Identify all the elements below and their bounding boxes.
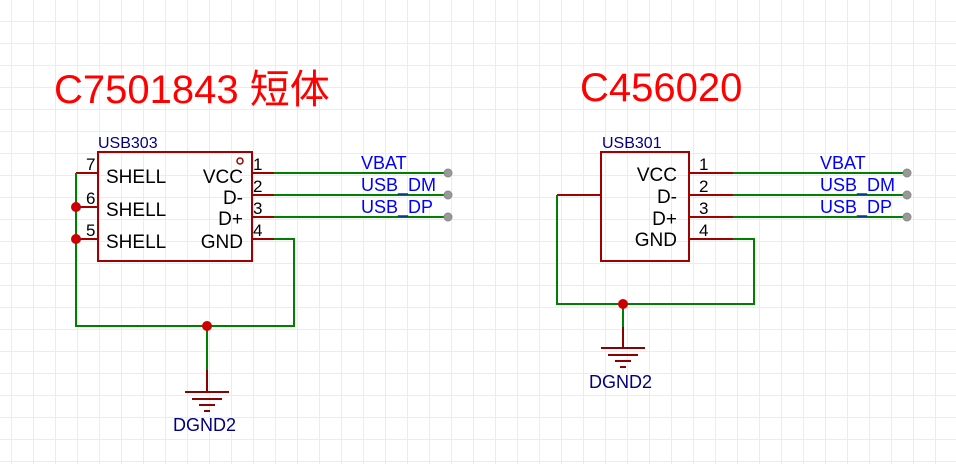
pin1-marker-icon	[236, 157, 244, 165]
designator: USB303	[98, 135, 158, 152]
net-port-icon[interactable]	[902, 212, 912, 222]
pin-number: 3	[699, 199, 708, 218]
net-port-icon[interactable]	[443, 168, 453, 178]
ground-symbol-icon[interactable]	[185, 370, 229, 412]
pin-name: SHELL	[106, 167, 166, 188]
pin-number: 3	[253, 199, 262, 218]
pin-name: D+	[218, 209, 243, 230]
net-label-vbat[interactable]: VBAT	[820, 153, 866, 173]
pin-number: 2	[253, 177, 262, 196]
pin-name: VCC	[637, 165, 677, 186]
pin-number: 7	[86, 155, 95, 174]
part-usb301[interactable]: C456020 USB301 1 2 3 4 VCC D- D+ GND VBA…	[556, 66, 912, 392]
part-title: C7501843 短体	[54, 68, 330, 112]
part-usb303[interactable]: C7501843 短体 USB303 7 6 5 SHELL SHELL SHE…	[54, 68, 453, 435]
pin-number: 1	[699, 155, 708, 174]
junction-dot	[71, 202, 81, 212]
pin-name: D-	[657, 187, 677, 208]
wire-gnd[interactable]	[556, 195, 755, 305]
pin-number: 6	[86, 189, 95, 208]
pin-name: GND	[201, 232, 243, 253]
pin-number: 4	[253, 221, 262, 240]
junction-dot	[202, 321, 212, 331]
wire-gnd[interactable]	[75, 173, 295, 327]
pin-number: 1	[253, 155, 262, 174]
ground-symbol-icon[interactable]	[601, 327, 645, 368]
pin-number: 4	[699, 221, 708, 240]
net-port-icon[interactable]	[902, 190, 912, 200]
ground-label: DGND2	[173, 415, 236, 435]
net-port-icon[interactable]	[443, 212, 453, 222]
net-port-icon[interactable]	[902, 168, 912, 178]
net-label-usb-dm[interactable]: USB_DM	[820, 175, 895, 196]
net-label-usb-dm[interactable]: USB_DM	[361, 175, 436, 196]
pin-name: VCC	[203, 167, 243, 188]
net-label-usb-dp[interactable]: USB_DP	[820, 197, 892, 218]
pin-name: SHELL	[106, 200, 166, 221]
pin-number: 2	[699, 177, 708, 196]
part-title: C456020	[580, 66, 742, 110]
pin-name: GND	[635, 230, 677, 251]
junction-dot	[71, 234, 81, 244]
net-label-vbat[interactable]: VBAT	[361, 153, 407, 173]
ground-label: DGND2	[589, 372, 652, 392]
component-body[interactable]	[600, 151, 690, 262]
designator: USB301	[602, 135, 662, 152]
net-label-usb-dp[interactable]: USB_DP	[361, 197, 433, 218]
pin-name: SHELL	[106, 232, 166, 253]
pin-number: 5	[86, 221, 95, 240]
pin-name: D+	[652, 209, 677, 230]
net-port-icon[interactable]	[443, 190, 453, 200]
junction-dot	[618, 299, 628, 309]
pin-name: D-	[223, 188, 243, 209]
